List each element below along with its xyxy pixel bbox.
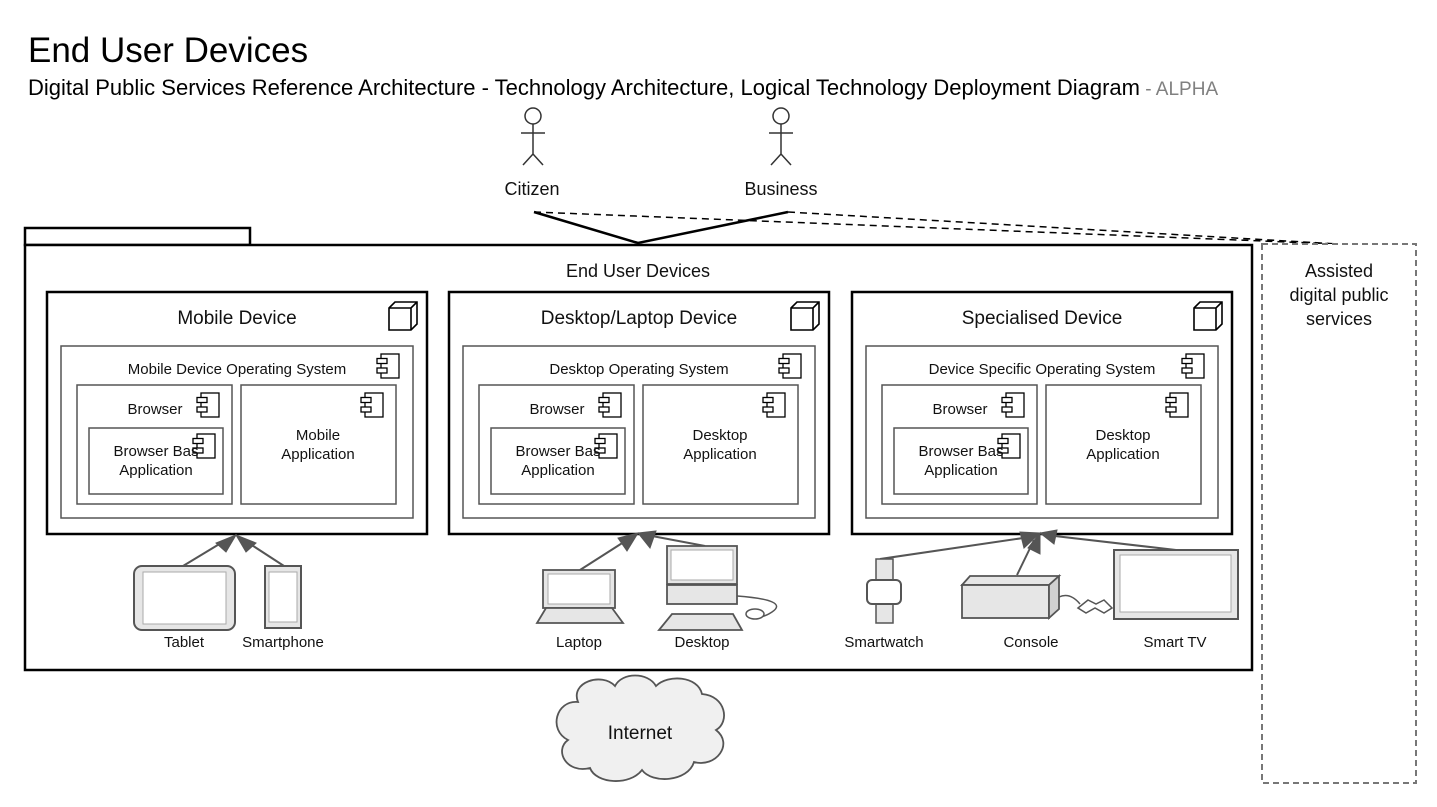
desktop-browser-app-line2: Application — [521, 462, 594, 479]
assisted-association-line — [533, 211, 1339, 245]
specialised-browser-label: Browser — [932, 401, 987, 418]
internet-label: Internet — [608, 723, 673, 744]
desktop-app-line1: Desktop — [692, 427, 747, 444]
business-actor-icon — [768, 107, 794, 166]
desktop-device-title: Desktop/Laptop Device — [541, 308, 737, 329]
specialised-browser-app-line2: Application — [924, 462, 997, 479]
console-icon — [959, 573, 1114, 621]
mobile-app-line2: Application — [281, 446, 354, 463]
citizen-label: Citizen — [504, 179, 559, 199]
mobile-browser-label: Browser — [127, 401, 182, 418]
assisted-label-line2: digital public — [1289, 285, 1388, 305]
assisted-label-line1: Assisted — [1305, 261, 1373, 281]
mobile-os-label: Mobile Device Operating System — [128, 361, 346, 378]
business-label: Business — [744, 179, 817, 199]
end-user-devices-label: End User Devices — [566, 261, 710, 281]
specialised-os-label: Device Specific Operating System — [929, 361, 1156, 378]
smartphone-label: Smartphone — [242, 634, 324, 651]
desktop-laptop-device-node: Desktop/Laptop Device Desktop Operating … — [449, 292, 829, 534]
laptop-icon — [535, 569, 625, 624]
tablet-label: Tablet — [164, 634, 205, 651]
mobile-browser-app-line1: Browser Bas — [113, 443, 198, 460]
smart-tv-icon — [1113, 549, 1239, 620]
mobile-app-line1: Mobile — [296, 427, 340, 444]
actor-association-line — [533, 210, 789, 245]
assisted-label-line3: services — [1306, 309, 1372, 329]
status-badge: - ALPHA — [1139, 79, 1219, 100]
desktop-browser-app-line1: Browser Bas — [515, 443, 600, 460]
smartwatch-label: Smartwatch — [844, 634, 923, 651]
desktop-browser-label: Browser — [529, 401, 584, 418]
subtitle-text: Digital Public Services Reference Archit… — [28, 75, 1140, 100]
specialised-device-node: Specialised Device Device Specific Opera… — [852, 292, 1232, 534]
generalisation-arrowheads — [215, 529, 1058, 555]
desktop-os-label: Desktop Operating System — [549, 361, 728, 378]
desktop-label: Desktop — [674, 634, 729, 651]
assisted-services-box — [1261, 243, 1417, 784]
page-subtitle: Digital Public Services Reference Archit… — [28, 74, 1218, 104]
tablet-icon — [133, 565, 236, 631]
specialised-app-line2: Application — [1086, 446, 1159, 463]
smart-tv-label: Smart TV — [1143, 634, 1206, 651]
desktop-computer-icon — [657, 545, 778, 631]
desktop-app-line2: Application — [683, 446, 756, 463]
mobile-device-node: Mobile Device Mobile Device Operating Sy… — [47, 292, 427, 534]
internet-cloud-icon — [555, 674, 725, 782]
mobile-device-title: Mobile Device — [177, 308, 296, 329]
console-label: Console — [1003, 634, 1058, 651]
specialised-browser-app-line1: Browser Bas — [918, 443, 1003, 460]
smartwatch-icon — [866, 558, 902, 624]
citizen-actor-icon — [520, 107, 546, 166]
package-tab — [23, 226, 252, 247]
specialised-app-line1: Desktop — [1095, 427, 1150, 444]
laptop-label: Laptop — [556, 634, 602, 651]
page-title: End User Devices — [28, 31, 309, 70]
mobile-browser-app-line2: Application — [119, 462, 192, 479]
specialised-device-title: Specialised Device — [962, 308, 1123, 329]
smartphone-icon — [264, 565, 302, 629]
